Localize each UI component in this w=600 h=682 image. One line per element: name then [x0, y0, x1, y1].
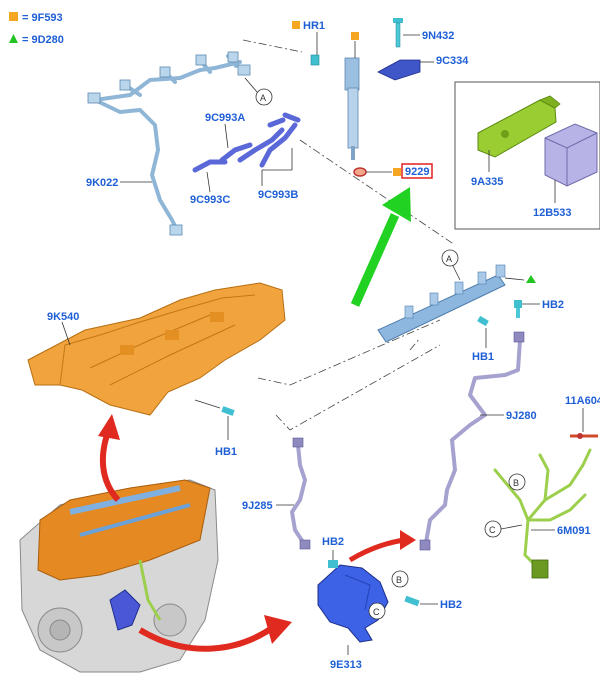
label-12b533: 12B533: [533, 207, 572, 219]
callout-b-harness: [508, 473, 526, 491]
part-hb2-bolt-bottom: [404, 595, 420, 607]
label-9a335: 9A335: [471, 176, 503, 188]
part-9229-washer: [353, 167, 367, 177]
label-hb1-cover: HB1: [215, 446, 237, 458]
triangle-marker-icon: [526, 275, 536, 283]
part-hr1-clip: [310, 54, 320, 66]
part-9e313-bracket: [317, 564, 389, 643]
part-9k540-cover: [27, 282, 286, 416]
leader-lines: [242, 39, 456, 431]
label-9229: 9229: [405, 166, 429, 178]
legend-item-9d280: = 9D280: [22, 34, 64, 46]
part-6m091-harness: [493, 448, 592, 572]
legend-triangle-icon: [9, 34, 18, 43]
engine-overview-image: [19, 479, 219, 673]
callout-a-rail-text: A: [446, 254, 452, 264]
inset-panel: 9A335 12B533: [454, 81, 600, 230]
red-arrow-up-icon: [98, 414, 121, 503]
label-6m091: 6M091: [557, 525, 591, 537]
callout-c-bracket-text: C: [373, 607, 380, 617]
hr1-marker-icon: [292, 21, 300, 29]
legend-item-9f593: = 9F593: [22, 12, 63, 24]
label-9k022: 9K022: [86, 177, 118, 189]
label-9229-box: [401, 163, 433, 179]
part-9c993-hoses: [192, 112, 301, 173]
label-9c993b: 9C993B: [258, 189, 298, 201]
part-hb1-bolt-rail: [477, 315, 489, 327]
callout-a-rail: [441, 249, 459, 267]
label-11a604: 11A604: [565, 395, 600, 407]
module-12b533: [544, 123, 598, 187]
part-hb1-bolt-cover: [221, 406, 235, 416]
part-9n432-bolt: [393, 18, 403, 48]
part-11a604-sensor: [570, 433, 598, 439]
part-9k022-connectors: [87, 51, 251, 236]
callout-b-bracket: [391, 570, 409, 588]
label-9c993a: 9C993A: [205, 112, 245, 124]
part-hb2-bolt-mid: [328, 560, 338, 568]
label-hb1-rail: HB1: [472, 351, 494, 363]
label-hb2-mid: HB2: [322, 536, 344, 548]
legend: = 9F593 = 9D280: [9, 12, 64, 46]
label-hb2-top: HB2: [542, 299, 564, 311]
callout-c-bracket: [368, 602, 386, 620]
sensor-9a335: [477, 95, 561, 158]
square-marker-icon: [351, 32, 359, 40]
part-9j280-pipe: [423, 338, 522, 550]
label-9c993c: 9C993C: [190, 194, 230, 206]
part-9c334-clamp: [377, 59, 421, 81]
part-injector: [344, 32, 360, 160]
label-9e313: 9E313: [330, 659, 362, 671]
label-9n432: 9N432: [422, 30, 454, 42]
legend-square-icon: [9, 12, 18, 21]
red-arrow-right-bottom-icon: [138, 615, 292, 652]
label-9c334: 9C334: [436, 55, 469, 67]
callout-c-harness-text: C: [489, 525, 496, 535]
label-hr1: HR1: [303, 20, 325, 32]
square-marker-icon-9229: [393, 168, 401, 176]
callout-b-harness-text: B: [513, 478, 519, 488]
label-9j280: 9J280: [506, 410, 537, 422]
callout-b-bracket-text: B: [396, 575, 402, 585]
part-9j285-pipe: [290, 443, 307, 547]
red-arrow-right-middle-icon: [348, 530, 416, 563]
part-hb2-bolt-top: [514, 300, 522, 308]
label-9j285: 9J285: [242, 500, 273, 512]
label-9k540: 9K540: [47, 311, 79, 323]
callout-a-top: [255, 88, 273, 106]
part-fuel-rail: [377, 264, 506, 343]
label-hb2-bottom: HB2: [440, 599, 462, 611]
callout-a-top-text: A: [260, 93, 266, 103]
green-arrow-icon: [350, 187, 411, 307]
